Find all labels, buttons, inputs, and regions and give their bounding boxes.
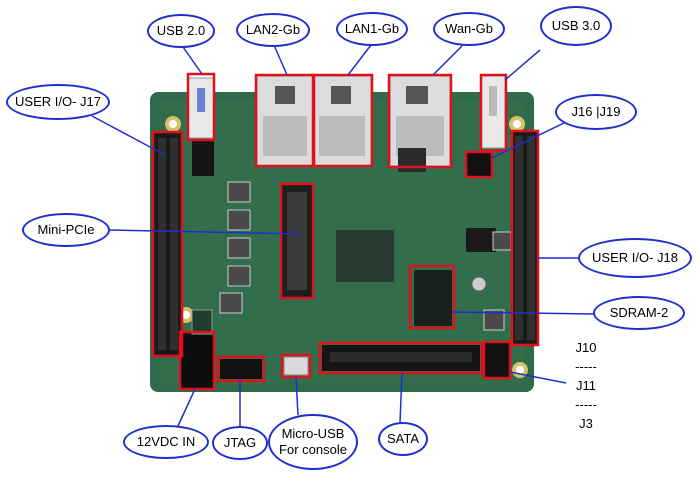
highlight-sata bbox=[318, 341, 484, 375]
callout-line-usb2 bbox=[182, 46, 203, 75]
highlight-sdram bbox=[408, 264, 456, 330]
callout-line-j10 bbox=[509, 371, 567, 384]
label-sdram: SDRAM-2 bbox=[593, 296, 685, 330]
highlight-j16-j19 bbox=[464, 150, 494, 179]
label-lan2: LAN2-Gb bbox=[236, 13, 310, 47]
callout-line-power bbox=[177, 388, 196, 427]
label-user-io-j17: USER I/O- J17 bbox=[6, 84, 110, 120]
power-jack bbox=[180, 333, 214, 389]
callout-line-lan2 bbox=[273, 44, 288, 76]
label-user-io-j18: USER I/O- J18 bbox=[578, 238, 692, 278]
button bbox=[471, 276, 487, 292]
callout-line-lan1 bbox=[347, 44, 372, 76]
highlight-power bbox=[178, 330, 216, 391]
inductor bbox=[492, 231, 512, 251]
label-sata: SATA bbox=[378, 422, 428, 456]
callout-line-usb3 bbox=[504, 49, 541, 81]
processor-chip bbox=[336, 230, 394, 282]
highlight-j10-j11-j3 bbox=[482, 340, 512, 380]
label-usb3: USB 3.0 bbox=[540, 6, 612, 46]
capacitor bbox=[191, 309, 213, 335]
label-lan1: LAN1-Gb bbox=[336, 12, 408, 46]
inductor bbox=[483, 309, 505, 331]
callout-line-sata bbox=[399, 372, 403, 424]
callout-line-j16-j19 bbox=[491, 119, 571, 159]
highlight-j18 bbox=[510, 129, 540, 347]
highlight-usb3 bbox=[479, 73, 508, 153]
label-power: 12VDC IN bbox=[123, 425, 209, 459]
inductor bbox=[398, 148, 426, 172]
label-j11: J11 bbox=[576, 378, 596, 393]
label-j10: J10 bbox=[575, 340, 597, 355]
highlight-j17 bbox=[151, 130, 184, 358]
jumpers-j16-j19 bbox=[466, 153, 492, 177]
label-wan: Wan-Gb bbox=[433, 12, 505, 46]
jumpers-j10-j11-j3 bbox=[484, 343, 510, 377]
ic-chip bbox=[466, 228, 496, 252]
jtag-header bbox=[220, 359, 262, 379]
micro-usb-connector bbox=[283, 356, 309, 376]
inductor bbox=[219, 292, 243, 314]
label-divider: ----- bbox=[575, 359, 597, 374]
label-j10-j11-j3: J10 ----- J11 ----- J3 bbox=[566, 338, 606, 433]
callout-line-mini-pcie bbox=[109, 229, 301, 235]
callout-line-wan bbox=[432, 45, 463, 76]
label-j3: J3 bbox=[579, 416, 593, 431]
highlight-mini-pcie bbox=[279, 182, 315, 300]
inductor bbox=[227, 237, 251, 259]
label-micro-usb: Micro-USB For console bbox=[268, 414, 358, 470]
inductor bbox=[227, 181, 251, 203]
callout-line-sdram bbox=[451, 311, 595, 315]
callout-line-j17 bbox=[91, 115, 166, 156]
label-jtag: JTAG bbox=[212, 426, 268, 460]
highlight-lan1 bbox=[311, 73, 374, 168]
sdram-chip bbox=[414, 270, 452, 326]
label-j16-j19: J16 |J19 bbox=[555, 94, 637, 130]
highlight-wan bbox=[387, 73, 453, 169]
highlight-jtag bbox=[216, 355, 266, 383]
label-mini-pcie: Mini-PCIe bbox=[22, 213, 110, 247]
inductor bbox=[227, 209, 251, 231]
label-usb2: USB 2.0 bbox=[147, 14, 215, 48]
label-divider: ----- bbox=[575, 397, 597, 412]
inductor bbox=[227, 265, 251, 287]
callout-line-micro-usb bbox=[295, 376, 299, 416]
highlight-usb2 bbox=[186, 72, 216, 142]
